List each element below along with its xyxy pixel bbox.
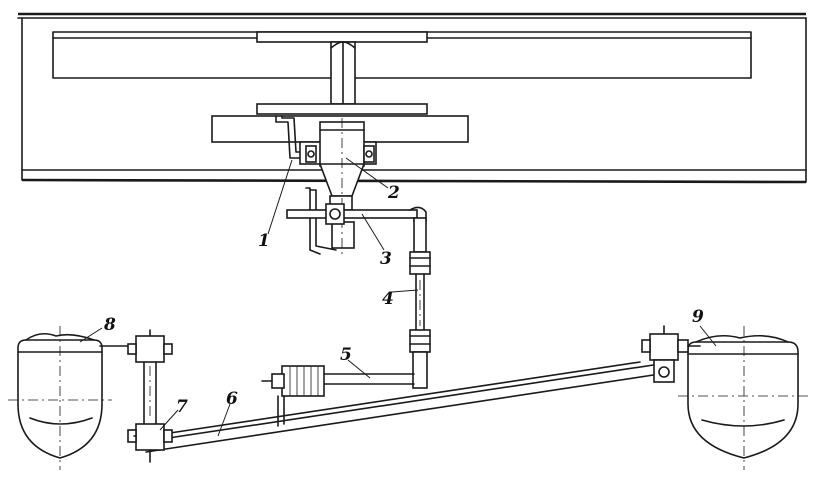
callout-7: 7: [176, 397, 188, 417]
left-vertical-link: [127, 329, 173, 463]
callout-6: 6: [226, 389, 238, 409]
diagonal-bar: [141, 361, 661, 453]
leader-lines: [79, 157, 717, 437]
callout-4: 4: [382, 289, 394, 309]
callout-5: 5: [340, 345, 352, 365]
callout-9: 9: [692, 307, 704, 327]
leveling-valve-body: [299, 118, 377, 256]
callout-labels: 1 2 3 4 5 6 7 8 9: [103, 183, 704, 417]
frame-beam: [17, 12, 807, 184]
i-beam-crossmember: [256, 31, 428, 115]
callout-8: 8: [103, 315, 116, 335]
horizontal-arm: [261, 365, 415, 427]
vertical-link-rod: [409, 217, 431, 389]
callout-1: 1: [258, 231, 270, 251]
callout-3: 3: [380, 249, 392, 269]
right-pivot-joint: [641, 325, 701, 383]
left-axle: [8, 326, 137, 470]
valve-lever: [286, 203, 427, 225]
callout-2: 2: [387, 183, 400, 203]
right-axle: [678, 326, 808, 470]
